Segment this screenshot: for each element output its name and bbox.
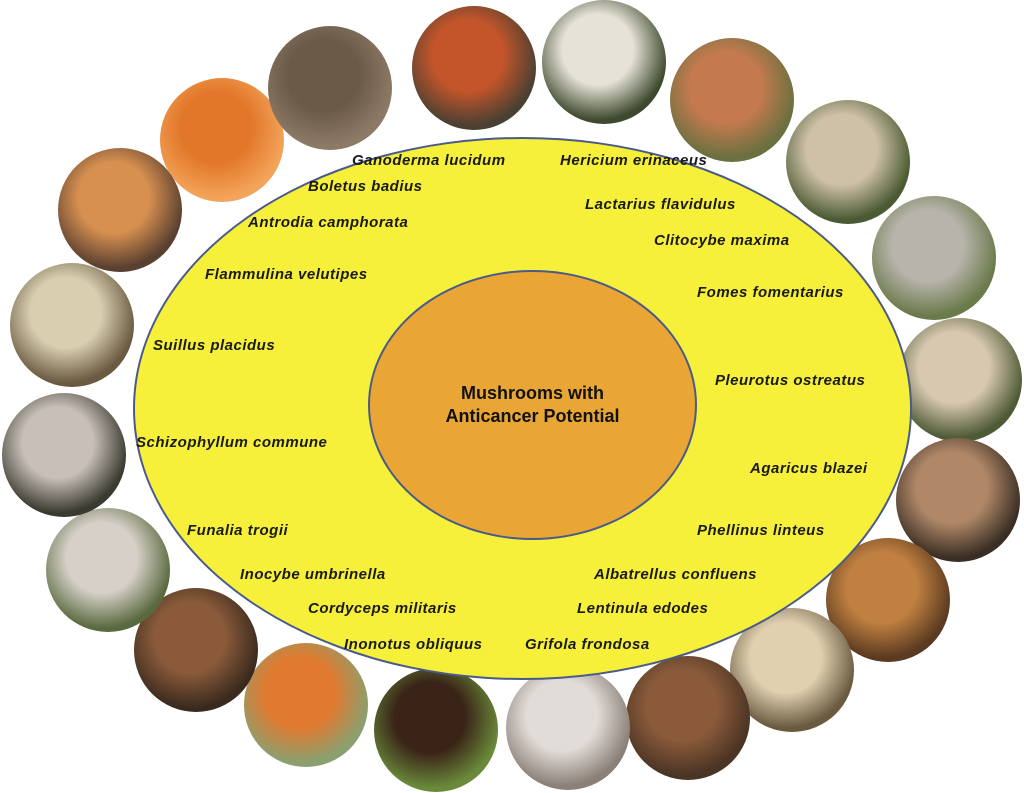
mushroom-photo — [730, 608, 854, 732]
species-label: Hericium erinaceus — [560, 152, 708, 169]
mushroom-photo — [506, 666, 630, 790]
species-label: Clitocybe maxima — [654, 232, 790, 249]
mushroom-photo — [58, 148, 182, 272]
mushroom-photo — [872, 196, 996, 320]
species-label: Pleurotus ostreatus — [715, 372, 866, 389]
species-label: Flammulina velutipes — [205, 266, 368, 283]
species-label: Funalia trogii — [187, 522, 289, 539]
mushroom-photo — [374, 668, 498, 792]
inner-ellipse: Mushrooms with Anticancer Potential — [368, 270, 697, 540]
species-label: Boletus badius — [308, 178, 423, 195]
mushroom-photo — [786, 100, 910, 224]
species-label: Agaricus blazei — [750, 460, 868, 477]
mushroom-photo — [10, 263, 134, 387]
species-label: Albatrellus confluens — [594, 566, 758, 583]
species-label: Lactarius flavidulus — [585, 196, 736, 213]
species-label: Phellinus linteus — [697, 522, 825, 539]
mushroom-photo — [542, 0, 666, 124]
species-label: Suillus placidus — [153, 337, 276, 354]
species-label: Inonotus obliquus — [344, 636, 483, 653]
species-label: Grifola frondosa — [525, 636, 650, 653]
mushroom-photo — [670, 38, 794, 162]
mushroom-photo — [160, 78, 284, 202]
species-label: Ganoderma lucidum — [352, 152, 506, 169]
mushroom-photo — [412, 6, 536, 130]
mushroom-photo — [2, 393, 126, 517]
mushroom-photo — [244, 643, 368, 767]
mushroom-photo — [626, 656, 750, 780]
mushroom-photo — [46, 508, 170, 632]
species-label: Fomes fomentarius — [697, 284, 844, 301]
species-label: Inocybe umbrinella — [240, 566, 386, 583]
mushroom-photo — [896, 438, 1020, 562]
species-label: Antrodia camphorata — [248, 214, 409, 231]
species-label: Cordyceps militaris — [308, 600, 457, 617]
diagram-title: Mushrooms with Anticancer Potential — [445, 383, 620, 426]
species-label: Lentinula edodes — [577, 600, 709, 617]
species-label: Schizophyllum commune — [136, 434, 328, 451]
mushroom-photo — [268, 26, 392, 150]
mushroom-photo — [898, 318, 1022, 442]
